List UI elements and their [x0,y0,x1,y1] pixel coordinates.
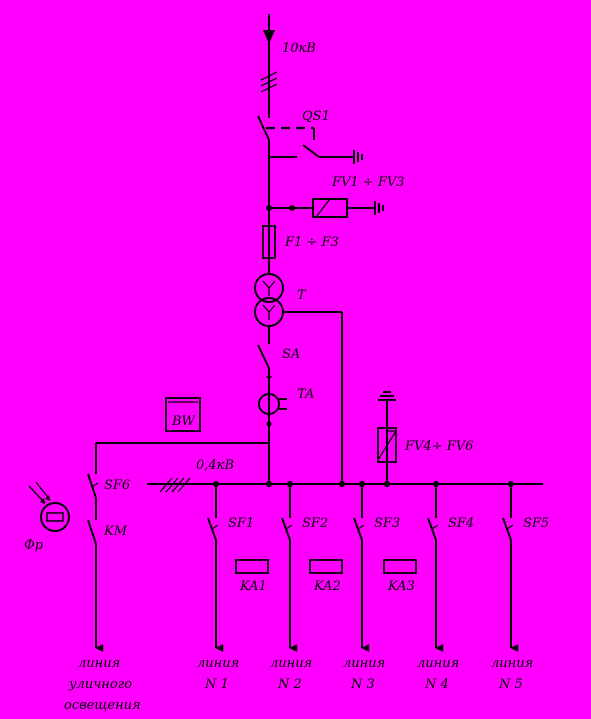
relay-ka3 [383,559,417,574]
caption-line4: линия N 4 [417,656,459,692]
ta-label: TA [297,387,314,402]
surge-arrester-lv [377,408,397,484]
sf5-label: SF5 [523,516,549,531]
caption-line2: линия N 2 [270,656,312,692]
caption-line-1: линия [197,656,239,671]
photo-relay-icon [28,481,70,532]
voltage-hv-label: 10кВ [282,41,316,56]
sf3-label: SF3 [374,516,400,531]
ground-icon [378,391,396,408]
caption-line-2: N 1 [204,677,229,692]
caption-line-1: линия [491,656,533,671]
sf1-label: SF1 [228,516,254,531]
km-label: KM [103,524,128,539]
feeder-sf1 [207,484,224,652]
caption-line1: линия N 1 [197,656,239,692]
qs1-label: QS1 [302,109,330,124]
sf6-label: SF6 [104,478,130,493]
fv4-fv6-label: FV4÷ FV6 [404,439,473,454]
caption-line-1: линия [78,656,120,671]
ka2-label: KA2 [313,579,341,594]
caption-line-2: N 3 [350,677,375,692]
caption-line-2: N 4 [424,677,449,692]
surge-arrester-hv [266,198,374,218]
fv1-fv3-label: FV1 ÷ FV3 [331,175,405,190]
caption-street-lighting: линия уличного освещения [64,656,141,713]
relay-ka1 [235,559,269,574]
ground-icon [353,150,363,164]
feeder-sf5 [502,484,519,652]
meter-bw [165,397,201,432]
caption-line-2: уличного [68,677,132,692]
caption-line-2: N 2 [277,677,302,692]
feeder-sf2 [281,484,298,652]
aux-supply-line [95,442,269,474]
feeder-street-lighting [87,473,104,652]
sf4-label: SF4 [448,516,474,531]
feeder-sf3 [353,484,370,652]
relay-ka2 [309,559,343,574]
current-transformer-ta [258,393,287,427]
ka3-label: KA3 [387,579,415,594]
disconnector-qs1 [257,115,354,206]
feeder-sf4 [427,484,444,652]
lv-busbar [147,477,543,493]
fuses-label: F1 ÷ F3 [284,235,339,250]
ka1-label: KA1 [239,579,267,594]
sa-label: SA [282,347,300,362]
caption-line-1: линия [417,656,459,671]
voltage-lv-label: 0,4кВ [196,458,234,473]
caption-line-1: линия [270,656,312,671]
transformer-label: T [297,288,307,303]
sf2-label: SF2 [302,516,328,531]
caption-line-3: освещения [64,698,141,713]
transformer-t [254,273,343,484]
photo-relay-label: Фр [24,538,44,553]
caption-line5: линия N 5 [491,656,533,692]
fuses-f1-f3 [262,208,276,274]
ground-icon [374,201,384,215]
hv-incoming-line [260,14,278,118]
caption-line-1: линия [343,656,385,671]
meter-label: BW [171,414,197,429]
caption-line-2: N 5 [498,677,523,692]
caption-line3: линия N 3 [343,656,385,692]
